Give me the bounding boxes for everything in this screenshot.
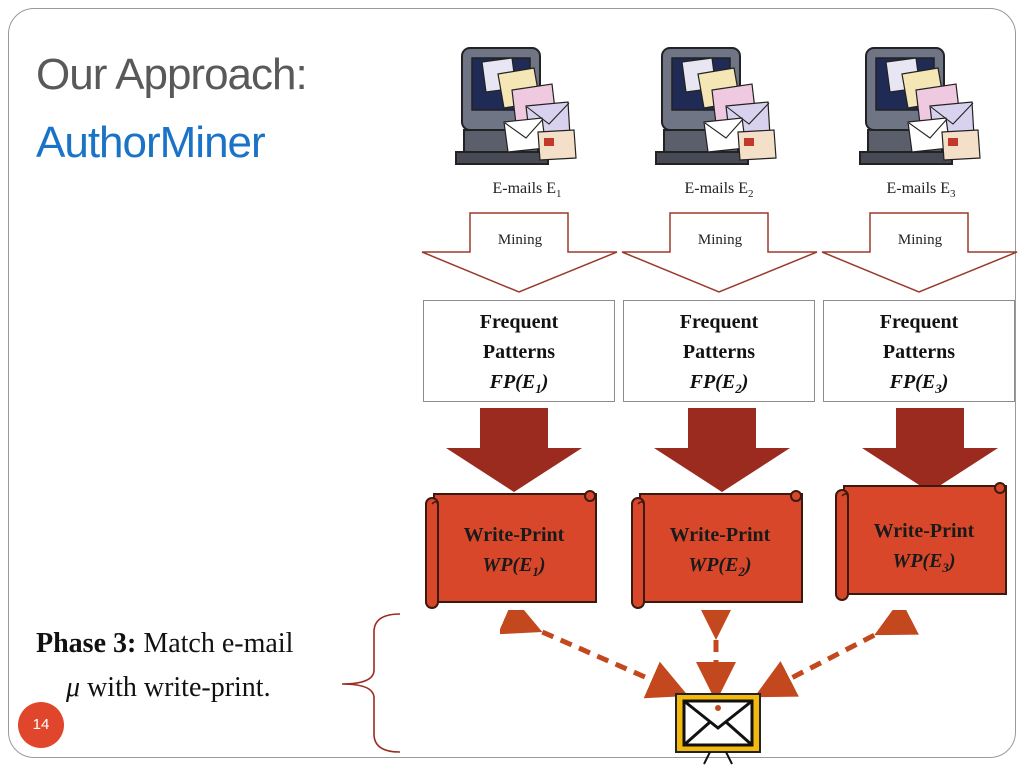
- wp-formula-sub: 2: [738, 564, 745, 579]
- transform-arrow: [654, 408, 790, 492]
- fp-formula: FP(E3): [824, 367, 1014, 404]
- wp-formula-pre: WP(E: [482, 554, 533, 576]
- fp-formula: FP(E2): [624, 367, 814, 404]
- mining-label: Mining: [497, 232, 543, 248]
- fp-formula-post: ): [941, 371, 949, 393]
- fp-line1: Frequent: [879, 311, 959, 333]
- fp-line2: Patterns: [882, 341, 956, 363]
- email-set-label: E-mails E1: [462, 180, 592, 200]
- slide-frame: [8, 8, 1016, 758]
- email-set-label: E-mails E2: [654, 180, 784, 200]
- fp-line1: Frequent: [479, 311, 559, 333]
- frequent-patterns-box: Frequent Patterns FP(E1): [423, 300, 615, 402]
- frequent-patterns-box: Frequent Patterns FP(E2): [623, 300, 815, 402]
- write-print-label: Write-Print WP(E2): [632, 520, 808, 587]
- mining-label: Mining: [697, 232, 743, 248]
- wp-line1: Write-Print: [669, 524, 771, 546]
- write-print-label: Write-Print WP(E3): [836, 516, 1012, 583]
- email-label-subscript: 1: [556, 188, 562, 201]
- fp-line2: Patterns: [682, 341, 756, 363]
- wp-formula-sub: 1: [532, 564, 539, 579]
- email-set-label: E-mails E3: [856, 180, 986, 200]
- phase-description: Phase 3: Match e-mail μ with write-print…: [36, 622, 293, 710]
- fp-line2: Patterns: [482, 341, 556, 363]
- mu-symbol: μ: [66, 672, 81, 703]
- wp-formula-post: ): [948, 550, 956, 572]
- email-label-text: E-mails E: [684, 180, 749, 197]
- curly-brace: [341, 613, 401, 753]
- mining-arrow: [621, 212, 818, 293]
- computer-with-emails-icon: [655, 47, 777, 165]
- wp-formula-post: ): [744, 554, 752, 576]
- fp-formula-pre: FP(E: [689, 371, 736, 393]
- fp-line1: Frequent: [679, 311, 759, 333]
- email-label-text: E-mails E: [886, 180, 951, 197]
- wp-formula-sub: 3: [942, 560, 949, 575]
- wp-formula: WP(E1): [426, 550, 602, 587]
- wp-formula-post: ): [538, 554, 546, 576]
- envelope-icon: [675, 693, 761, 765]
- phase-line1: Phase 3: Match e-mail: [36, 622, 293, 666]
- mining-label: Mining: [897, 232, 943, 248]
- wp-formula-pre: WP(E: [892, 550, 943, 572]
- email-label-subscript: 2: [748, 188, 754, 201]
- wp-formula: WP(E3): [836, 546, 1012, 583]
- page-number-badge: 14: [18, 702, 64, 748]
- email-label-subscript: 3: [950, 188, 956, 201]
- phase-text1: Match e-mail: [143, 628, 294, 659]
- phase-line2: μ with write-print.: [36, 666, 293, 710]
- fp-formula-sub: 1: [535, 381, 542, 396]
- scroll-icon: [425, 490, 597, 609]
- mining-arrow: [421, 212, 618, 293]
- computer-with-emails-icon: [455, 47, 577, 165]
- computer-with-emails-icon: [859, 47, 981, 165]
- fp-formula-sub: 3: [935, 381, 942, 396]
- fp-formula-sub: 2: [735, 381, 742, 396]
- phase-text2: with write-print.: [87, 672, 271, 703]
- slide-title: Our Approach:: [36, 50, 308, 99]
- phase-label: Phase 3:: [36, 628, 137, 659]
- fp-formula-post: ): [541, 371, 549, 393]
- transform-arrow: [862, 408, 998, 492]
- write-print-label: Write-Print WP(E1): [426, 520, 602, 587]
- fp-formula: FP(E1): [424, 367, 614, 404]
- scroll-icon: [835, 482, 1007, 601]
- frequent-patterns-box: Frequent Patterns FP(E3): [823, 300, 1015, 402]
- mining-arrow: [821, 212, 1018, 293]
- fp-formula-post: ): [741, 371, 749, 393]
- wp-line1: Write-Print: [873, 520, 975, 542]
- match-arrows: [500, 610, 919, 702]
- fp-formula-pre: FP(E: [489, 371, 536, 393]
- transform-arrow: [446, 408, 582, 492]
- fp-formula-pre: FP(E: [889, 371, 936, 393]
- scroll-icon: [631, 490, 803, 609]
- wp-formula: WP(E2): [632, 550, 808, 587]
- wp-formula-pre: WP(E: [688, 554, 739, 576]
- slide-subtitle: AuthorMiner: [36, 118, 266, 167]
- wp-line1: Write-Print: [463, 524, 565, 546]
- email-label-text: E-mails E: [492, 180, 557, 197]
